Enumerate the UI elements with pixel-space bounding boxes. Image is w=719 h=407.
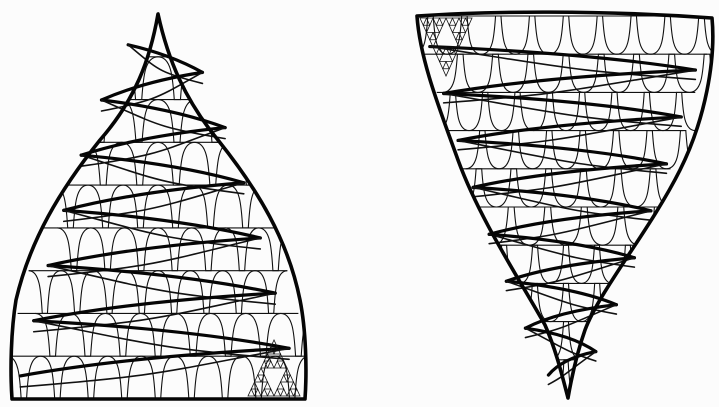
mini-triangle	[281, 389, 288, 396]
tessellation-cell	[583, 16, 617, 54]
tessellation-cell	[41, 356, 75, 399]
mini-triangle	[459, 18, 466, 25]
mini-triangle	[440, 18, 447, 25]
spiral-strand	[81, 128, 225, 167]
spiral-band	[64, 210, 261, 238]
mini-triangle	[264, 382, 271, 389]
mini-triangle	[287, 389, 294, 396]
tessellation-cell	[689, 54, 719, 92]
spiral-band	[128, 45, 202, 73]
mini-triangle	[436, 25, 443, 32]
mini-triangle	[274, 361, 281, 368]
tessellation-cell	[636, 169, 671, 207]
right-cone-panel	[414, 12, 719, 398]
mini-triangle	[433, 33, 440, 40]
tessellation-cell	[599, 131, 632, 169]
spiral-band	[81, 128, 225, 156]
mini-triangle	[453, 18, 460, 25]
spiral-strand	[81, 155, 244, 194]
tessellation-cell	[192, 228, 226, 271]
tessellation-cell	[197, 57, 236, 100]
tessellation-cell	[613, 283, 644, 321]
mini-triangle	[274, 389, 281, 396]
mini-triangle	[420, 18, 427, 25]
mini-triangle	[449, 25, 456, 32]
mini-triangle	[453, 33, 460, 40]
mini-triangle	[294, 389, 301, 396]
tessellation-cell	[598, 92, 630, 130]
tessellation-cell	[61, 271, 93, 314]
spiral-strand	[64, 183, 244, 222]
mini-triangle	[446, 62, 453, 69]
tessellation-cell	[223, 271, 255, 314]
tessellation-cell	[175, 356, 209, 399]
tessellation-cell	[259, 228, 293, 271]
mini-triangle	[427, 33, 434, 40]
mini-triangle	[255, 375, 262, 382]
mini-triangle	[268, 361, 275, 368]
tessellation-cell	[549, 16, 583, 54]
mini-triangle	[449, 54, 456, 61]
mini-triangle	[277, 382, 284, 389]
mini-triangle	[440, 62, 447, 69]
tessellation-cell	[57, 228, 91, 271]
tessellation-cell	[515, 16, 549, 54]
mini-triangle	[261, 375, 268, 382]
tessellation-cell	[228, 185, 263, 228]
mini-triangle	[446, 18, 453, 25]
spiral-strand	[102, 100, 226, 139]
tessellation-cell	[29, 271, 61, 314]
mini-triangle	[436, 54, 443, 61]
mini-triangle	[466, 18, 473, 25]
mini-triangle	[281, 375, 288, 382]
mini-triangle	[443, 69, 450, 76]
tessellation-cell	[520, 245, 551, 283]
tessellation-cell	[443, 54, 478, 92]
tessellation-cell	[91, 228, 125, 271]
mini-triangle	[268, 389, 275, 396]
tessellation-cell	[579, 360, 605, 398]
left-dome-panel	[7, 14, 316, 399]
spiral-strand	[34, 293, 275, 332]
tessellation-cell	[105, 313, 140, 356]
tessellation-cell	[548, 54, 583, 92]
tessellation-cell	[566, 207, 603, 245]
mini-triangle	[248, 389, 255, 396]
tessellation-cell	[617, 16, 651, 54]
tessellation-cell	[141, 356, 175, 399]
spiral-band	[81, 155, 244, 183]
tessellation-cell	[158, 228, 192, 271]
tessellation-cell	[651, 16, 685, 54]
